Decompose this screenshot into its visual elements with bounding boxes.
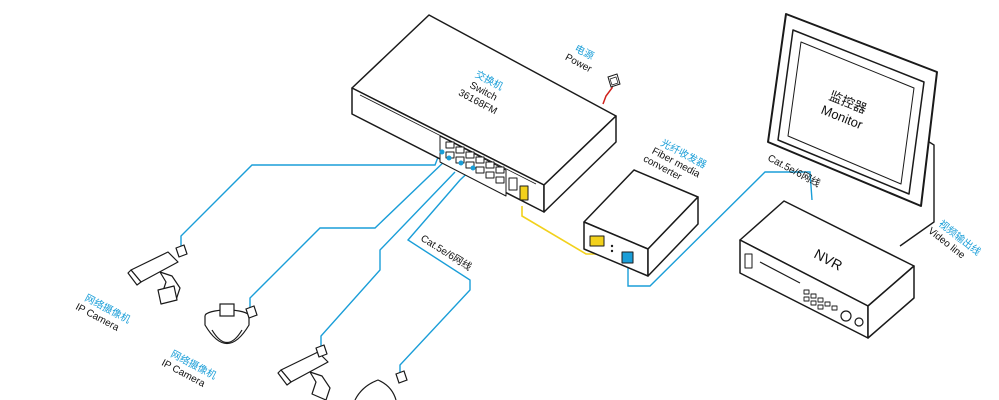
cable-camera-2: [249, 157, 449, 312]
dome-camera-2: [354, 370, 408, 400]
switch-side: [543, 115, 617, 213]
fiber-cable: [521, 206, 600, 255]
switch-device: [351, 14, 617, 213]
power-outlet: [607, 73, 621, 88]
switch-port-plugs: [439, 149, 476, 171]
monitor-device: [767, 13, 938, 207]
network-cables: [180, 151, 813, 378]
video-cable: [899, 139, 935, 247]
converter-rj45-port: [621, 251, 634, 264]
ipcam-label-2: 网络摄像机 IP Camera: [159, 347, 218, 390]
switch-sfp-port: [508, 177, 518, 191]
fiber-converter-device: [583, 169, 699, 277]
bullet-camera-1: [127, 244, 188, 305]
cable-camera-3: [320, 171, 456, 350]
ipcam-label-1: 网络摄像机 IP Camera: [73, 291, 132, 334]
cable-camera-4: [399, 165, 476, 378]
bullet-camera-2: [277, 344, 331, 400]
switch-fiber-port: [519, 185, 529, 201]
nvr-device: [739, 200, 915, 339]
dome-camera-1: [204, 303, 258, 344]
nvr-buttons: [803, 289, 838, 311]
cable-nvr: [627, 171, 813, 287]
converter-fiber-port: [589, 235, 605, 247]
power-label: 电源 Power: [563, 42, 596, 76]
cable-camera-1: [180, 151, 441, 250]
